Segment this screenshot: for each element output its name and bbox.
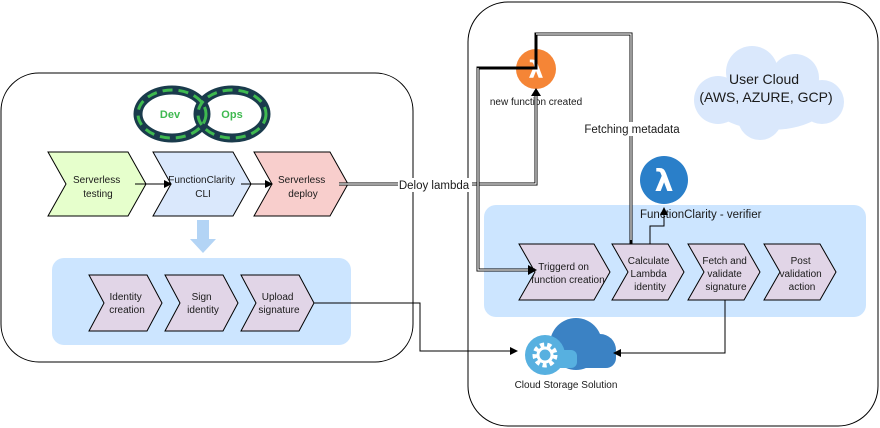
- svg-text:Serverless testing: Serverless testing: [73, 175, 123, 200]
- serverless-deploy-line1: Serverless: [278, 175, 325, 186]
- calculate-line2: Lambda: [631, 269, 668, 280]
- verifier-title: FunctionClarity - verifier: [640, 209, 762, 221]
- svg-text:Triggerd on function cre: Triggerd on function creation: [531, 262, 604, 286]
- identity-creation-step: Identity creation: [88, 274, 163, 332]
- calculate-identity-step: Calculate Lambda identity: [611, 243, 685, 301]
- new-function-glyph: λ: [528, 56, 543, 84]
- serverless-testing-line1: Serverless: [73, 175, 120, 186]
- devops-dev-text: Dev: [160, 109, 181, 121]
- edge-upload-to-storage: [314, 302, 518, 355]
- svg-text:FunctionClarity CLI: FunctionClarity CLI: [168, 175, 237, 200]
- fetch-line3: signature: [705, 282, 747, 293]
- svg-text:Post validation ac: Post validation action: [779, 256, 824, 293]
- devops-ops-text: Ops: [221, 109, 242, 121]
- post-line1: Post: [791, 256, 811, 267]
- edge-calc-to-lambda: [649, 207, 668, 244]
- calculate-line3: identity: [634, 282, 666, 293]
- gear-icon: [532, 342, 558, 368]
- storage-label: Cloud Storage Solution: [515, 380, 618, 391]
- sign-identity-line1: Sign: [192, 292, 212, 303]
- sign-identity-step: Sign identity: [164, 274, 239, 332]
- svg-text:Identity creation: Identity creation: [109, 292, 145, 316]
- down-arrow-icon: [190, 220, 216, 253]
- user-cloud-line1: User Cloud: [729, 71, 799, 87]
- deploy-lambda-label: Deloy lambda: [399, 180, 470, 192]
- verifier-glyph: λ: [655, 164, 674, 199]
- identity-creation-line1: Identity: [109, 292, 141, 303]
- post-line3: action: [789, 282, 816, 293]
- upload-signature-line1: Upload: [262, 292, 294, 303]
- functionclarity-cli-line2: CLI: [195, 189, 211, 200]
- fetch-line2: validate: [707, 269, 742, 280]
- serverless-testing-line2: testing: [83, 189, 112, 200]
- svg-text:Serverless deploy: Serverless deploy: [278, 175, 328, 200]
- sign-identity-line2: identity: [187, 305, 219, 316]
- edge-fetch-to-storage: [613, 300, 726, 357]
- svg-text:Fetch and validate: Fetch and validate signature: [702, 256, 749, 293]
- post-validation-step: Post validation action: [763, 243, 837, 301]
- user-cloud-line2: (AWS, AZURE, GCP): [699, 89, 832, 105]
- upload-signature-line2: signature: [258, 305, 300, 316]
- serverless-testing-step: Serverless testing: [47, 151, 147, 217]
- identity-creation-line2: creation: [109, 305, 145, 316]
- triggered-line2: function creation: [531, 275, 604, 286]
- svg-text:Calculate Lambda i: Calculate Lambda identity: [628, 256, 672, 293]
- verifier-lambda-icon: λ: [640, 156, 688, 204]
- upload-signature-step: Upload signature: [240, 274, 315, 332]
- svg-text:User Cloud (AWS, AZURE,: User Cloud (AWS, AZURE, GCP): [699, 71, 832, 105]
- svg-text:Upload signature: Upload signature: [258, 292, 300, 316]
- post-line2: validation: [779, 269, 821, 280]
- functionclarity-cli-line1: FunctionClarity: [168, 175, 235, 186]
- fetching-metadata-label: Fetching metadata: [584, 124, 680, 136]
- fetch-validate-step: Fetch and validate signature: [687, 243, 761, 301]
- fetch-line1: Fetch and: [702, 256, 746, 267]
- cloud-icon: User Cloud (AWS, AZURE, GCP): [694, 46, 844, 140]
- devops-infinity-icon: Dev Ops: [133, 85, 271, 143]
- calculate-line1: Calculate: [628, 256, 670, 267]
- svg-text:Sign identity: Sign identity: [187, 292, 219, 316]
- serverless-deploy-line2: deploy: [288, 189, 317, 200]
- triggered-step: Triggerd on function creation: [518, 243, 611, 301]
- triggered-line1: Triggerd on: [538, 262, 589, 273]
